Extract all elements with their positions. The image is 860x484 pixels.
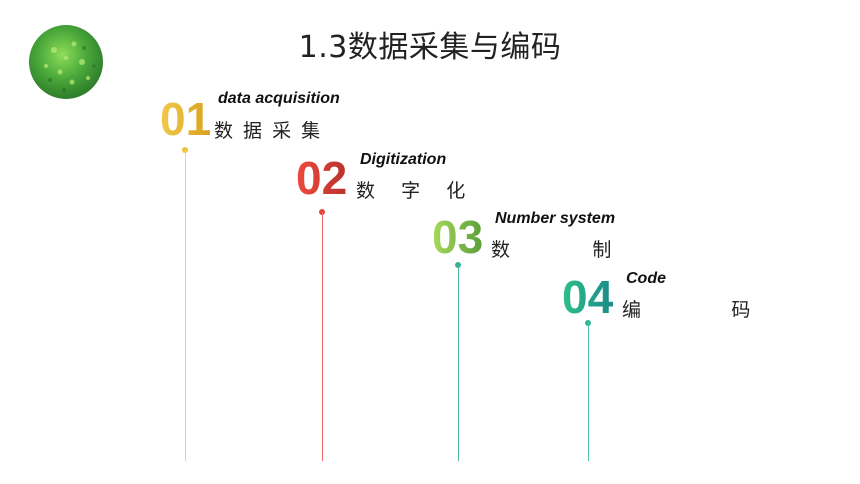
- item-chinese-label: 数 制: [491, 239, 614, 261]
- item-chinese-label: 编 码: [622, 299, 753, 321]
- item-chinese-label: 数 据 采 集: [214, 120, 323, 142]
- green-moss-ball-icon: [24, 22, 108, 102]
- item-english-label: Code: [626, 270, 666, 287]
- item-chinese-label: 数 字 化: [356, 180, 468, 202]
- item-english-label: data acquisition: [218, 90, 340, 107]
- timeline-line: [321, 212, 323, 461]
- page-title: 1.3数据采集与编码: [298, 30, 562, 65]
- item-number: 01: [160, 93, 212, 145]
- item-number: 02: [296, 152, 348, 204]
- timeline-line: [587, 323, 589, 461]
- timeline-line: [184, 150, 186, 461]
- item-number: 04: [562, 271, 614, 323]
- item-english-label: Digitization: [360, 151, 447, 168]
- item-number: 03: [432, 211, 484, 263]
- timeline-line: [457, 265, 459, 461]
- item-english-label: Number system: [495, 210, 616, 227]
